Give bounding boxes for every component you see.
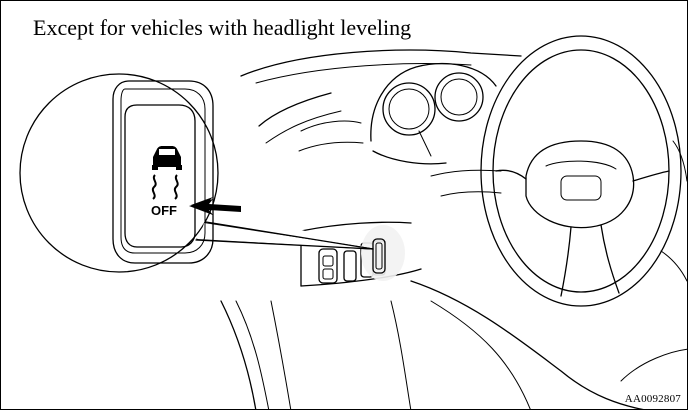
figure-id: AA0092807 xyxy=(625,393,681,405)
off-label: OFF xyxy=(151,203,177,218)
switch-callout: OFF xyxy=(20,74,373,273)
figure-title: Except for vehicles with headlight level… xyxy=(33,15,411,41)
dashboard-drawing xyxy=(221,36,688,410)
